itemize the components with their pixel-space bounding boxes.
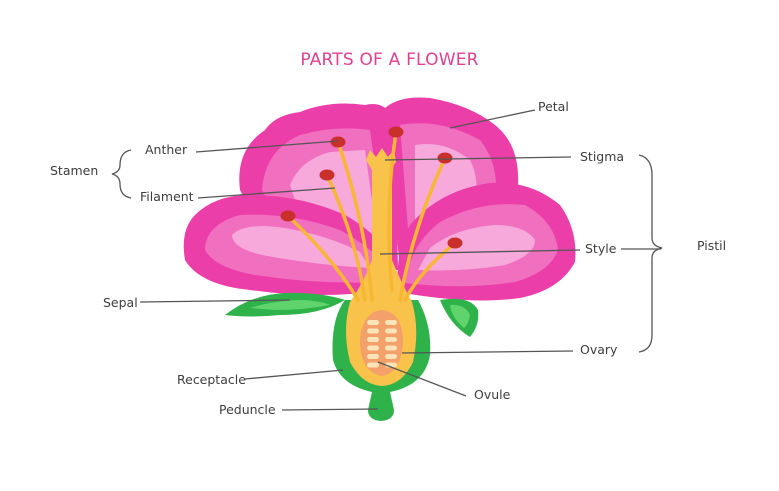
leader-sepal [139, 299, 291, 303]
filament [387, 130, 398, 292]
ovule [367, 320, 379, 325]
sepal-right-highlight [450, 304, 470, 328]
label-petal: Petal [538, 99, 569, 114]
ovule [367, 337, 379, 342]
leader-style [379, 249, 581, 255]
label-ovule: Ovule [474, 387, 511, 402]
pistil-brace [638, 154, 663, 353]
label-anther: Anther [145, 142, 188, 157]
label-receptacle: Receptacle [177, 372, 246, 387]
anther [319, 169, 335, 181]
filament [336, 140, 374, 302]
label-sepal: Sepal [103, 295, 138, 310]
anther [388, 126, 404, 138]
petal-right-inner [418, 225, 535, 271]
leader-receptacle [244, 369, 344, 380]
label-stigma: Stigma [580, 149, 625, 164]
leader-anther [195, 140, 339, 153]
leader-petal [449, 109, 536, 129]
label-ovary: Ovary [580, 342, 618, 357]
petal-left-inner [232, 226, 370, 268]
label-stamen: Stamen [50, 163, 99, 178]
ovule [385, 320, 397, 325]
label-filament: Filament [140, 189, 194, 204]
label-style: Style [585, 241, 617, 256]
filament [325, 173, 367, 302]
label-pistil: Pistil [697, 238, 727, 253]
anther [437, 152, 453, 164]
ovules [367, 320, 397, 368]
filament [403, 241, 457, 302]
sepal-left-highlight [250, 300, 330, 310]
ovule [385, 354, 397, 359]
leader-filament [197, 187, 336, 199]
ovule [367, 362, 379, 368]
stamens [280, 126, 463, 302]
label-peduncle: Peduncle [219, 402, 276, 417]
ovule [385, 328, 397, 334]
filament [398, 156, 447, 302]
ovule [385, 337, 397, 342]
stigma [366, 148, 396, 170]
ovule [367, 345, 379, 351]
anther [280, 210, 296, 222]
leader-ovule [377, 361, 467, 397]
ovule [385, 345, 397, 351]
anther [330, 136, 346, 148]
stamen-brace [111, 149, 132, 199]
ovary-chamber [360, 310, 403, 376]
leader-ovary [401, 350, 574, 354]
diagram-title: PARTS OF A FLOWER [300, 50, 479, 70]
ovule [367, 354, 379, 359]
ovule [367, 328, 379, 334]
leader-stigma [384, 156, 572, 161]
filament [286, 214, 360, 302]
leader-lines [111, 109, 663, 411]
leader-peduncle [281, 408, 379, 411]
anther [447, 237, 463, 249]
